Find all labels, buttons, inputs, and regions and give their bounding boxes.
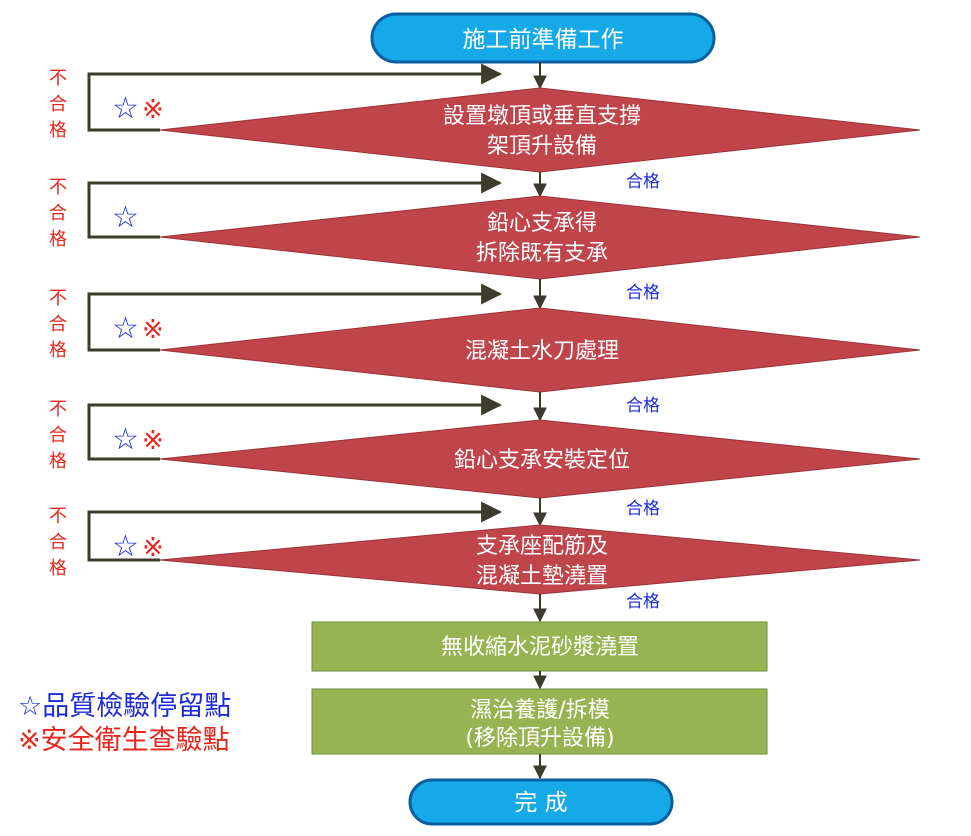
decision-step-2-line-2: 拆除既有支承 bbox=[476, 241, 608, 266]
start-label: 施工前準備工作 bbox=[463, 27, 624, 53]
decision-step-2-line-1: 鉛心支承得 bbox=[487, 211, 597, 236]
fail-loop-step-4 bbox=[87, 394, 503, 461]
safety-mark-step-4: ※ bbox=[142, 426, 164, 456]
fail-label-step-3-char-3: 格 bbox=[49, 340, 67, 361]
fail-loop-step-5 bbox=[87, 501, 503, 562]
start-terminal bbox=[370, 12, 716, 64]
decision-step-1-line-1: 設置墩頂或垂直支撐 bbox=[443, 104, 641, 129]
process-box-curing bbox=[311, 688, 768, 755]
fail-label-step-3-char-2: 合 bbox=[49, 314, 67, 335]
star-mark-step-5: ☆ bbox=[112, 529, 139, 564]
fail-label-step-2-char-1: 不 bbox=[49, 177, 67, 198]
star-mark-step-4: ☆ bbox=[112, 422, 139, 457]
fail-label-step-2-char-3: 格 bbox=[49, 229, 67, 250]
pass-label-step-2: 合格 bbox=[626, 283, 660, 303]
process-box-grout bbox=[311, 621, 768, 672]
fail-label-step-4-char-3: 格 bbox=[49, 451, 67, 472]
legend-safety-inspection-point: ※安全衛生查驗點 bbox=[18, 725, 230, 756]
process-grout-label: 無收縮水泥砂漿澆置 bbox=[441, 635, 639, 660]
fail-label-step-1-char-3: 格 bbox=[49, 120, 67, 141]
star-mark-step-2: ☆ bbox=[112, 200, 139, 235]
fail-label-step-1-char-2: 合 bbox=[49, 94, 67, 115]
fail-label-step-5-char-3: 格 bbox=[49, 558, 67, 579]
decision-step-1 bbox=[159, 87, 921, 173]
fail-label-step-3-char-1: 不 bbox=[49, 288, 67, 309]
decision-step-5-line-2: 混凝土墊澆置 bbox=[476, 564, 608, 589]
decision-step-1-line-2: 架頂升設備 bbox=[487, 134, 597, 159]
decision-step-3-line-1: 混凝土水刀處理 bbox=[465, 339, 619, 364]
safety-mark-step-1: ※ bbox=[142, 95, 164, 125]
end-label: 完 成 bbox=[514, 790, 567, 816]
fail-loop-step-3 bbox=[87, 283, 503, 352]
star-mark-step-1: ☆ bbox=[112, 91, 139, 126]
fail-label-step-4-char-1: 不 bbox=[49, 399, 67, 420]
fail-loop-step-1 bbox=[87, 63, 503, 132]
fail-label-step-5-char-1: 不 bbox=[49, 506, 67, 527]
fail-label-step-5-char-2: 合 bbox=[49, 532, 67, 553]
process-curing-line2: (移除頂升設備) bbox=[465, 726, 614, 751]
safety-mark-step-3: ※ bbox=[142, 315, 164, 345]
fail-label-step-1-char-1: 不 bbox=[49, 68, 67, 89]
safety-mark-step-5: ※ bbox=[142, 533, 164, 563]
decision-step-5-line-1: 支承座配筋及 bbox=[476, 534, 608, 559]
star-mark-step-3: ☆ bbox=[112, 311, 139, 346]
pass-label-step-5: 合格 bbox=[626, 592, 660, 612]
fail-label-step-2-char-2: 合 bbox=[49, 203, 67, 224]
legend-quality-hold-point: ☆品質檢驗停留點 bbox=[18, 691, 232, 722]
fail-loop-step-2 bbox=[87, 172, 503, 239]
decision-step-2 bbox=[159, 195, 921, 280]
pass-label-step-3: 合格 bbox=[626, 396, 660, 416]
process-curing-line1: 濕治養護/拆模 bbox=[470, 698, 609, 723]
fail-label-step-4-char-2: 合 bbox=[49, 425, 67, 446]
pass-label-step-1: 合格 bbox=[626, 172, 660, 192]
end-terminal bbox=[408, 778, 674, 826]
pass-label-step-4: 合格 bbox=[626, 499, 660, 519]
decision-step-4-line-1: 鉛心支承安裝定位 bbox=[454, 448, 630, 473]
